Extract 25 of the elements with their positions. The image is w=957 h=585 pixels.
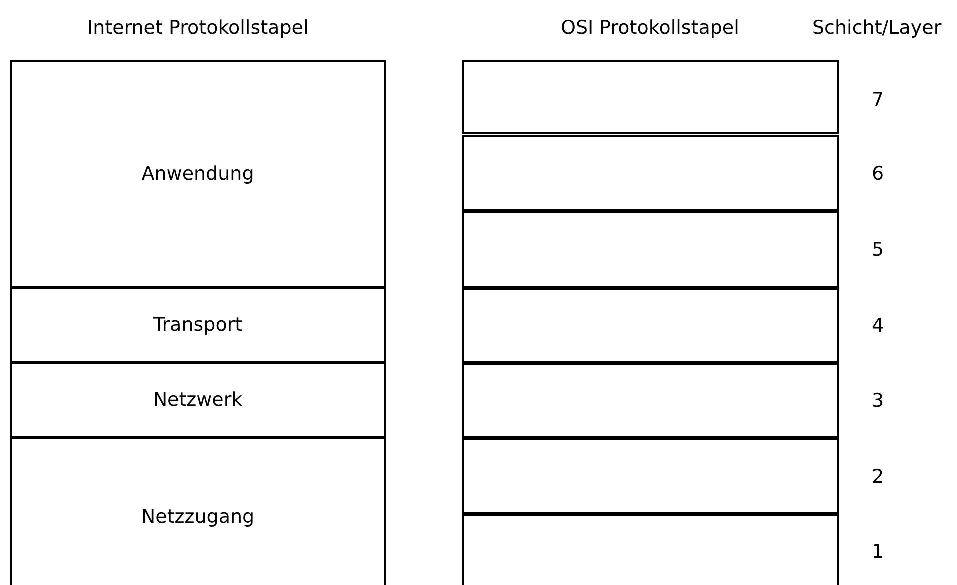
layer-number: 3 <box>872 390 884 412</box>
layer-name: Netzzugang <box>141 506 255 528</box>
layer-number: 4 <box>872 315 884 337</box>
layer-box <box>462 288 839 363</box>
layer-box <box>10 362 386 438</box>
layer-box <box>462 514 839 585</box>
layer-name: Netzwerk <box>153 389 243 411</box>
layer-number: 1 <box>872 541 884 563</box>
layer-number: 2 <box>872 466 884 488</box>
layer-name: Transport <box>153 314 243 336</box>
layer-box <box>10 60 386 288</box>
layer-number: 6 <box>872 163 884 185</box>
layer-number: 7 <box>872 89 884 111</box>
layer-number: 5 <box>872 239 884 261</box>
layer-box <box>462 363 839 438</box>
column-heading: Schicht/Layer <box>812 17 942 39</box>
layer-box <box>462 135 839 211</box>
column-heading: OSI Protokollstapel <box>561 17 740 39</box>
layer-box <box>462 60 839 134</box>
column-heading: Internet Protokollstapel <box>88 17 309 39</box>
layer-box <box>462 211 839 288</box>
layer-box <box>462 438 839 514</box>
layer-name: Anwendung <box>142 163 254 185</box>
layer-box <box>10 287 386 363</box>
layer-box <box>10 437 386 585</box>
